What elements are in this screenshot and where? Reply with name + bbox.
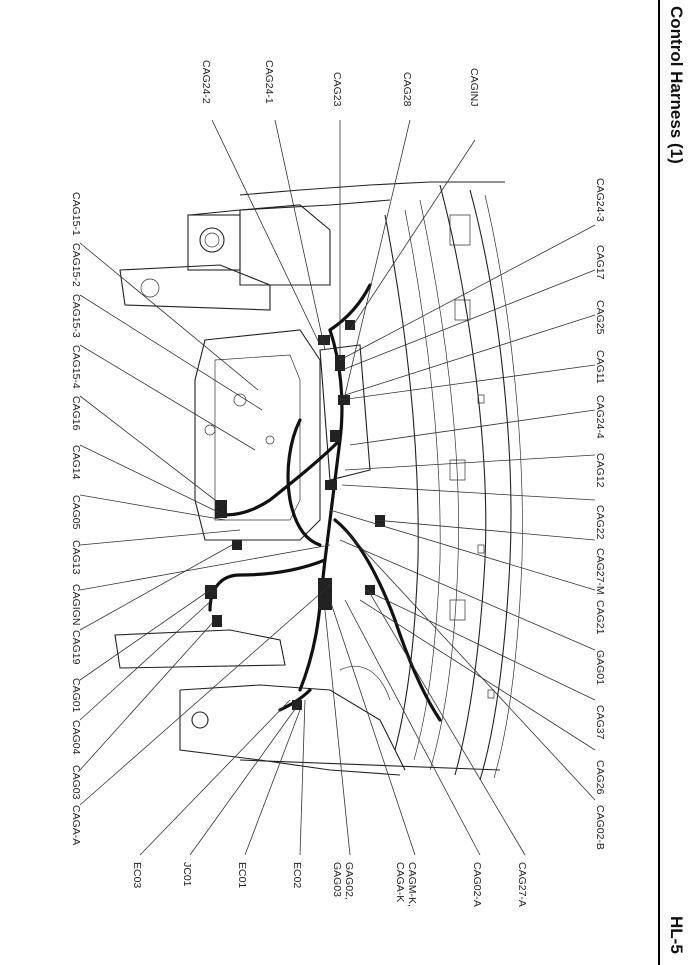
callout-label: CAG25 bbox=[594, 300, 606, 335]
callout-label: EC02 bbox=[291, 862, 303, 889]
callout-label: CAG22 bbox=[594, 505, 606, 540]
callout-label: CAG28 bbox=[401, 72, 413, 107]
callout-label: JC01 bbox=[181, 862, 193, 887]
callout-label: CAG05 bbox=[70, 495, 82, 530]
callout-label: CAG03 bbox=[70, 765, 82, 800]
callout-label: CAG23 bbox=[331, 72, 343, 107]
callout-label: CAG13 bbox=[70, 540, 82, 575]
callout-label: CAG15-4 bbox=[70, 345, 82, 389]
harness-routing bbox=[208, 283, 442, 722]
callout-label: CAG27-A bbox=[516, 862, 528, 907]
callout-label: CAGM-K, CAGA-K bbox=[394, 862, 418, 907]
callout-label: CAG02-B bbox=[594, 805, 606, 850]
callout-label: CAG15-2 bbox=[70, 243, 82, 287]
callout-label: CAG04 bbox=[70, 720, 82, 755]
callout-label: CAG02-A bbox=[471, 862, 483, 907]
callout-label: CAGA-A bbox=[70, 805, 82, 846]
callout-label: CAG15-3 bbox=[70, 294, 82, 338]
leader-lines bbox=[79, 119, 596, 856]
callout-label: CAG26 bbox=[594, 760, 606, 795]
callout-label: CAG24-3 bbox=[594, 178, 606, 222]
callout-label: CAGIGN bbox=[70, 584, 82, 626]
callout-label: EC03 bbox=[131, 862, 143, 889]
callout-label: CAG27-M bbox=[594, 548, 606, 595]
callout-label: GAG02, GAG03 bbox=[331, 862, 355, 900]
callout-label: CAG17 bbox=[594, 245, 606, 280]
vehicle-body-outline bbox=[114, 181, 523, 781]
callout-label: CAG15-1 bbox=[70, 192, 82, 236]
callout-label: CAG01 bbox=[70, 678, 82, 713]
callout-label: CAG24-4 bbox=[594, 395, 606, 439]
callout-label: CAGINJ bbox=[468, 68, 480, 107]
callout-label: CAG16 bbox=[70, 396, 82, 431]
callout-label: CAG37 bbox=[594, 705, 606, 740]
callout-label: CAG24-2 bbox=[200, 60, 212, 104]
callout-label: CAG21 bbox=[594, 600, 606, 635]
header-rule bbox=[658, 0, 660, 965]
callout-label: CAG19 bbox=[70, 630, 82, 665]
callout-label: EC01 bbox=[236, 862, 248, 889]
callout-label: CAG14 bbox=[70, 445, 82, 480]
callout-label: GAG01 bbox=[594, 650, 606, 686]
callout-label: CAG11 bbox=[594, 350, 606, 384]
callout-label: CAG24-1 bbox=[263, 60, 275, 104]
callout-label: CAG12 bbox=[594, 453, 606, 488]
connectors bbox=[205, 320, 385, 710]
